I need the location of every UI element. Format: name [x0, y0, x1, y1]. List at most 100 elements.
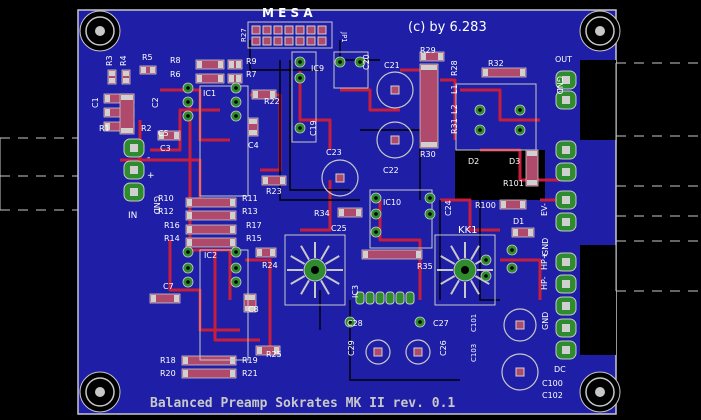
via [182, 246, 194, 258]
header-pin [251, 25, 261, 35]
smd-body [185, 197, 237, 208]
via-drill [428, 196, 432, 200]
hole-inner-ring [585, 16, 615, 46]
smd-part [525, 149, 539, 187]
label-gnd-out: GND [555, 76, 564, 94]
via [514, 104, 526, 116]
label-c29: C29 [347, 340, 356, 356]
hole-inner-ring [585, 377, 615, 407]
label-c8: C8 [248, 305, 259, 314]
terminal-pad [555, 162, 577, 182]
heatsink-outline [434, 234, 496, 306]
smd-part [149, 293, 181, 304]
header-pin [284, 25, 294, 35]
smd-body [185, 210, 237, 221]
smd-part [195, 73, 225, 84]
via [370, 226, 382, 238]
smd-part [107, 69, 117, 85]
label-gnd-dc: GND [541, 312, 550, 330]
via-drill [298, 76, 302, 80]
smd-pad [230, 226, 235, 233]
smd-pad [174, 132, 179, 139]
via [474, 124, 486, 136]
header-pin [306, 36, 316, 46]
terminal-drill [562, 168, 570, 176]
smd-part [361, 249, 423, 260]
label-c2: C2 [151, 97, 160, 108]
label-r12: R12 [158, 207, 174, 216]
smd-part [261, 175, 287, 186]
via-drill [234, 266, 238, 270]
electrolytic-cap [503, 308, 537, 342]
terminal-drill [562, 196, 570, 204]
via [370, 208, 382, 220]
smd-part [337, 207, 363, 218]
header-pin [262, 25, 272, 35]
via-drill [234, 250, 238, 254]
ic-outline [199, 249, 249, 361]
header-pin [284, 36, 294, 46]
label-r1: R1 [99, 124, 110, 133]
cap-pad [515, 367, 525, 377]
label-r23: R23 [266, 187, 282, 196]
via-drill [374, 196, 378, 200]
hole-center [595, 387, 605, 397]
ic-outline [333, 51, 369, 89]
via-drill [418, 320, 422, 324]
label-c4: C4 [248, 141, 259, 150]
smd-part [419, 63, 439, 149]
smd-body [107, 69, 117, 85]
label-r101: R101 [503, 179, 524, 188]
label-c1: C1 [91, 97, 100, 108]
header-outline [247, 21, 333, 49]
via-drill [518, 128, 522, 132]
board-cutout-right [580, 60, 616, 140]
via-drill [358, 60, 362, 64]
heatsink [284, 234, 346, 306]
label-d2: D2 [468, 157, 479, 166]
electrolytic-caps [321, 71, 539, 391]
smd-pad [339, 209, 344, 216]
smd-pad [197, 75, 202, 82]
via [424, 192, 436, 204]
terminal-pad [555, 212, 577, 232]
via-drill [484, 258, 488, 262]
label-c27: C27 [433, 319, 449, 328]
label-d3: D3 [509, 157, 520, 166]
label-r6: R6 [170, 70, 181, 79]
via [414, 316, 426, 328]
cap-outline [376, 121, 414, 159]
smd-body [139, 65, 157, 75]
label-r8: R8 [170, 56, 181, 65]
label-c102: C102 [542, 391, 563, 400]
label-r20: R20 [160, 369, 176, 378]
electrolytic-cap [376, 71, 414, 109]
smd-pad [187, 212, 192, 219]
label-c22: C22 [383, 166, 399, 175]
smd-pad [105, 95, 110, 102]
board-edge-marks [0, 63, 617, 291]
smd-body [149, 293, 181, 304]
cap-pad [390, 85, 400, 95]
heatsink-drill [311, 266, 319, 274]
smd-part [247, 117, 259, 137]
electrolytic-cap [321, 159, 359, 197]
regulator-pin [375, 291, 385, 305]
label-l1: L1 [450, 84, 459, 94]
via [480, 270, 492, 282]
via-drill [374, 230, 378, 234]
smd-body [511, 227, 535, 238]
via [424, 208, 436, 220]
label-d1: D1 [513, 217, 524, 226]
via [344, 316, 356, 328]
cap-pad [390, 135, 400, 145]
smd-pad [236, 75, 241, 82]
terminal-drill [562, 258, 570, 266]
label-c23: C23 [326, 148, 342, 157]
smd-part [255, 345, 281, 356]
electrolytic-cap [501, 353, 539, 391]
smd-part [251, 89, 277, 100]
terminal-drill [130, 188, 138, 196]
smd-part [181, 368, 237, 379]
label-in-plus: + [147, 171, 155, 181]
